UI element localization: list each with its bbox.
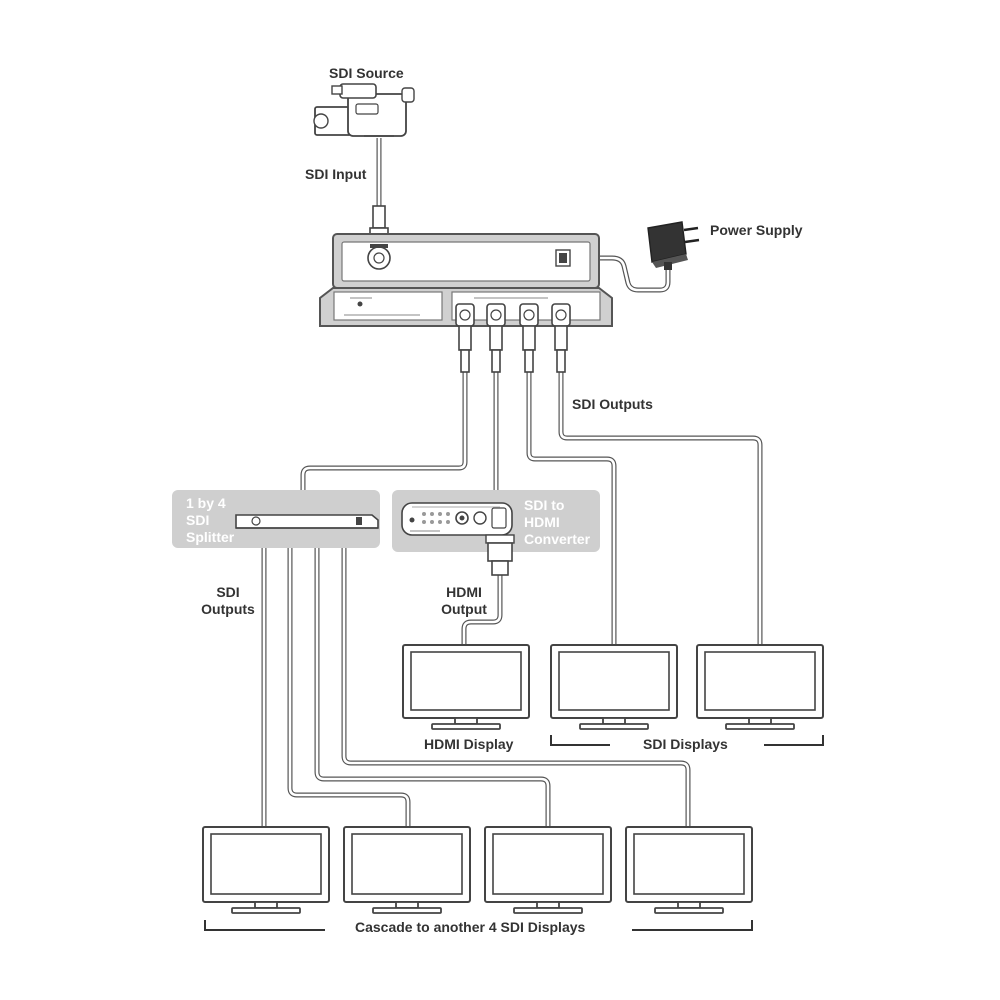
cable-cascade-2 (287, 530, 411, 830)
sdi-outputs-left-label: SDI Outputs (198, 584, 258, 618)
splitter-label-line1: 1 by 4 (186, 495, 226, 511)
bnc-connector-icon (486, 303, 506, 373)
cable-out4-display (558, 372, 763, 645)
cable-power (578, 255, 671, 293)
camcorder-icon (313, 83, 415, 137)
converter-label-line3: Converter (524, 531, 591, 547)
monitor-icon (402, 644, 530, 730)
cables (261, 138, 763, 830)
bnc-connector-icon (551, 303, 571, 373)
converter-label-line2: HDMI (524, 514, 560, 530)
hdmi-connector-icon (485, 534, 515, 576)
monitor-icon (696, 644, 824, 730)
bnc-connector-icon (519, 303, 539, 373)
cable-cascade-4 (341, 530, 691, 830)
hdmi-output-line2: Output (441, 601, 487, 617)
cascade-label: Cascade to another 4 SDI Displays (355, 919, 586, 935)
converter-label: SDI to HDMI Converter (524, 497, 590, 548)
sdi-input-label: SDI Input (305, 166, 367, 182)
bnc-connector-icon (455, 303, 475, 373)
monitor-icon (625, 826, 753, 914)
converter-panel (392, 490, 600, 552)
hdmi-output-line1: HDMI (446, 584, 482, 600)
monitor-icon (343, 826, 471, 914)
hdmi-output-label: HDMI Output (436, 584, 492, 618)
cable-cascade-3 (314, 530, 551, 830)
power-supply-label: Power Supply (710, 222, 803, 238)
cable-hdmi (461, 575, 503, 645)
sdi-source-label: SDI Source (329, 65, 404, 81)
cascade-bracket (204, 920, 753, 931)
cable-out1-splitter (300, 372, 468, 512)
power-adapter-icon (647, 221, 700, 270)
sdi-displays-bracket (550, 735, 824, 746)
splitter-label-line2: SDI (186, 512, 210, 528)
monitor-icon (202, 826, 330, 914)
sdi-outputs-left-line1: SDI (216, 584, 240, 600)
sdi-outputs-left-line2: Outputs (201, 601, 255, 617)
output-connectors (455, 303, 571, 373)
converter-label-line1: SDI to (524, 497, 565, 513)
cable-out3-display (526, 372, 617, 645)
splitter-label-line3: Splitter (186, 529, 235, 545)
monitor-icon (484, 826, 612, 914)
splitter-panel (172, 490, 380, 548)
sdi-outputs-top-label: SDI Outputs (572, 396, 653, 412)
monitor-icon (550, 644, 678, 730)
sdi-displays-label: SDI Displays (643, 736, 728, 752)
splitter-label: 1 by 4 SDI Splitter (186, 495, 234, 546)
hdmi-display-label: HDMI Display (424, 736, 514, 752)
